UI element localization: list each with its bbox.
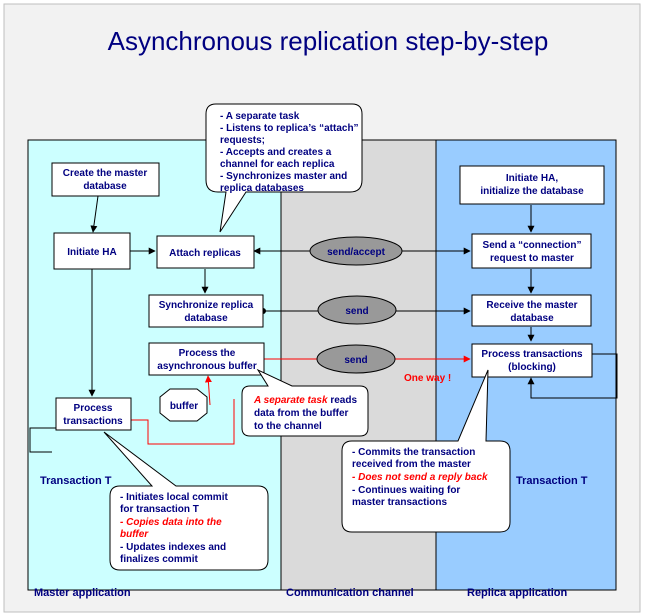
attach-task-text-1: - A separate task — [220, 111, 300, 122]
buffer-shape — [159, 388, 208, 422]
replica-init-label-2: initialize the database — [480, 186, 584, 197]
process-transactions-box — [55, 397, 132, 431]
attach-task-text-2: - Listens to replica’s “attach” — [220, 123, 359, 134]
sync-replica-db-label-1: Synchronize replica — [159, 300, 254, 311]
buffer-label: buffer — [170, 401, 198, 412]
replica-init-label-1: Initiate HA, — [506, 173, 558, 184]
connection-request-label-1: Send a “connection” — [483, 240, 582, 251]
attach-task-text-4: - Accepts and creates a — [220, 147, 332, 158]
attach-task-text-3: requests; — [220, 135, 265, 146]
replica-commit-text-3: - Does not send a reply back — [352, 472, 488, 483]
arrow-buffer-to-process — [204, 375, 212, 406]
sync-replica-db-label-2: database — [184, 313, 228, 324]
attach-task-callout — [205, 103, 363, 233]
create-master-db-label-2: database — [83, 181, 127, 192]
replica-process-box — [471, 343, 593, 378]
commit-text-2: for transaction T — [120, 504, 199, 515]
connection-request-box — [471, 233, 592, 269]
arrow-process-to-buffer — [131, 399, 235, 445]
replica-commit-text-2: received from the master — [352, 459, 471, 470]
buffer-task-callout — [241, 368, 369, 437]
commit-text-4: buffer — [120, 529, 149, 540]
buffer-task-text-1: A separate task reads — [253, 395, 357, 406]
replica-commit-callout — [341, 369, 511, 533]
one-way-label: One way ! — [404, 373, 451, 384]
arrow-master-loop — [29, 427, 56, 453]
replica-init-box — [459, 165, 605, 205]
arrow-create-to-initiate — [90, 195, 99, 233]
replica-commit-text-4: - Continues waiting for — [352, 485, 460, 496]
buffer-task-text-2: data from the buffer — [254, 408, 349, 419]
buffer-task-text-1a: A separate task — [253, 395, 328, 406]
create-master-db-box — [51, 162, 160, 197]
master-zone-label: Master application — [34, 587, 131, 599]
commit-text-5: - Updates indexes and — [120, 542, 226, 553]
replica-commit-text-5: master transactions — [352, 497, 447, 508]
send-accept-oval — [309, 236, 403, 266]
commit-callout — [103, 431, 269, 571]
replica-process-label-2: (blocking) — [508, 362, 556, 373]
arrow-replica-loop — [527, 353, 618, 399]
channel-zone-label: Communication channel — [286, 587, 414, 599]
slide-title: Asynchronous replication step-by-step — [108, 26, 549, 56]
send-accept-label: send/accept — [327, 247, 385, 258]
process-transactions-label-2: transactions — [63, 416, 123, 427]
master-transaction-label: Transaction T — [40, 475, 112, 487]
replica-zone-label: Replica application — [467, 587, 568, 599]
send-label-async: send — [344, 355, 367, 366]
attach-replicas-label: Attach replicas — [169, 248, 241, 259]
sync-replica-db-box — [148, 294, 264, 328]
attach-task-text-6: - Synchronizes master and — [220, 171, 347, 182]
process-async-buffer-box — [148, 342, 265, 376]
replica-process-label-1: Process transactions — [481, 349, 583, 360]
attach-task-text-7: replica databases — [220, 183, 304, 194]
send-label-sync: send — [345, 306, 368, 317]
replica-transaction-label: Transaction T — [516, 475, 588, 487]
initiate-ha-box — [53, 232, 131, 270]
process-async-buffer-label-1: Process the — [179, 348, 236, 359]
buffer-task-text-1b: reads — [328, 395, 358, 406]
initiate-ha-label: Initiate HA — [67, 247, 116, 258]
receive-master-db-label-1: Receive the master — [486, 300, 577, 311]
send-oval-sync — [317, 295, 397, 325]
process-async-buffer-label-2: asynchronous buffer — [157, 361, 257, 372]
commit-text-1: - Initiates local commit — [120, 492, 228, 503]
receive-master-db-label-2: database — [510, 313, 554, 324]
attach-task-text-5: channel for each replica — [220, 159, 335, 170]
commit-text-3: - Copies data into the — [120, 517, 222, 528]
commit-text-6: finalizes commit — [120, 554, 198, 565]
process-transactions-label-1: Process — [74, 403, 113, 414]
create-master-db-label-1: Create the master — [63, 168, 148, 179]
buffer-task-text-3: to the channel — [254, 421, 322, 432]
receive-master-db-box — [471, 294, 592, 327]
connection-request-label-2: request to master — [490, 253, 574, 264]
replica-commit-text-1: - Commits the transaction — [352, 447, 475, 458]
attach-replicas-box — [156, 235, 255, 269]
send-oval-async — [316, 344, 396, 374]
